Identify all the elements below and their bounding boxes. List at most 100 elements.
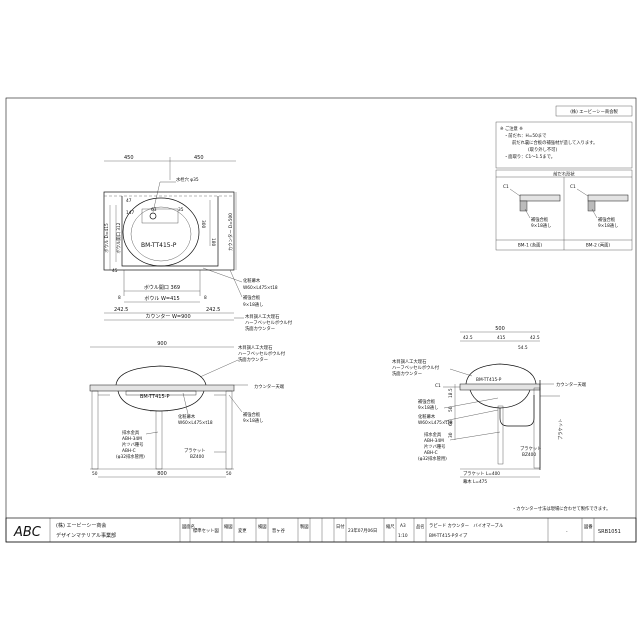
side-bracket-vertical: ブラケット: [557, 419, 564, 440]
front-dim-900: 900: [157, 341, 167, 347]
label-drawing-no: 図番: [584, 523, 593, 530]
sheet-border: [5, 97, 637, 543]
plan-callout-reinforce-1: 補強合板: [243, 294, 261, 301]
side-bracket-l: ブラケット L=400: [463, 470, 500, 477]
product-name-2: BM-TT415-Pタイプ: [429, 532, 468, 539]
plan-dim-8-right: 8: [204, 295, 207, 301]
plan-dim-35: 35: [178, 207, 184, 213]
front-material-3: 洗面カウンター: [238, 356, 268, 363]
company-stamp-text: (株) エービーシー商会製: [570, 108, 618, 115]
side-model: BM-TT415-P: [476, 377, 502, 383]
title-block: ABC (株) エービーシー商会 デザインマテリアル事業部 図面名 標準セット図…: [5, 517, 637, 543]
front-counter-slab: [89, 384, 235, 392]
front-reinforce-1: 補強合板: [243, 411, 261, 418]
plan-dim-47: 47: [126, 198, 132, 204]
front-bracket-1: ブラケット: [184, 447, 205, 454]
plan-counter-outline: [103, 191, 235, 271]
plan-dim-242-right: 242.5: [206, 307, 220, 313]
detail-reinforce-size-right: 9×18通し: [598, 222, 618, 229]
detail-reinforce-left: 補強合板: [531, 216, 549, 223]
side-bracket-2: BZ400: [522, 452, 536, 458]
front-model: BM-TT415-P: [140, 394, 169, 400]
front-drain-5: (φ32排水管用): [116, 453, 145, 460]
note-line-3: (取り外し不可): [528, 146, 557, 153]
side-drain-3: 片ツバ種号: [424, 443, 445, 450]
product-name-1: ラピード カウンター バイオマーブル: [429, 522, 504, 529]
company-name-1: (株) エービーシー商会: [56, 522, 106, 529]
detail-c1-left: C1: [503, 184, 509, 190]
front-material-2: ハーフベッセルボウル付: [238, 350, 286, 357]
detail-reinforce-size-left: 9×18通し: [531, 222, 551, 229]
front-dim-50-right: 50: [226, 471, 232, 477]
plan-callout-material-1: 木目調人工大理石: [245, 313, 280, 320]
note-line-4: ・面取り：C1〜1.5まで。: [504, 154, 555, 160]
side-counter-slab: [459, 383, 541, 391]
plan-dim-147: 147: [126, 210, 134, 216]
side-dim-500: 500: [495, 326, 505, 332]
front-drain-4: ABH-C: [122, 448, 136, 454]
plan-callout-makeup-2: W60×L475×t18: [243, 285, 278, 291]
front-drain-2: ABH-34M: [122, 436, 142, 442]
side-material-3: 洗面カウンター: [392, 370, 422, 377]
plan-dim-63: 63: [151, 207, 157, 213]
plan-faucet-hole: 水栓穴 φ35: [176, 176, 199, 183]
side-dim-42-left: 42.5: [463, 335, 473, 341]
plan-bowl-opening-w: ボウル開口 369: [144, 284, 180, 291]
size-value: A3: [400, 523, 406, 529]
abc-logo: ABC: [13, 525, 42, 540]
check-value: 晋ヶ谷: [272, 527, 286, 534]
label-size: 縮尺: [386, 523, 395, 530]
label-project: 図面名: [182, 523, 195, 530]
scale-cat-value: 変更: [238, 527, 247, 534]
side-drain-5: (φ32排水管用): [418, 455, 447, 462]
side-dim-54: 54.5: [518, 345, 528, 351]
side-dim-50: 50: [448, 406, 454, 412]
plan-bowl-d: ボウル D=415: [103, 223, 110, 253]
side-material-2: ハーフベッセルボウル付: [392, 364, 440, 371]
detail-c1-right: C1: [570, 184, 576, 190]
front-drain-3: 片ツバ種号: [122, 441, 143, 448]
plan-dim-45: 45: [112, 268, 118, 274]
plan-callout-reinforce-2: 9×18通し: [243, 301, 263, 308]
front-dim-800: 800: [157, 471, 167, 477]
plan-dim-180: 180: [210, 238, 216, 246]
front-drain-1: 排水金具: [122, 429, 140, 436]
label-name: 品名: [416, 523, 425, 530]
plan-dim-8-left: 8: [118, 295, 121, 301]
front-makeup-2: W60×L475×t18: [178, 420, 213, 426]
front-material-1: 木目調人工大理石: [238, 344, 273, 351]
label-date: 日付: [336, 523, 345, 530]
side-dim-18: 18.5: [448, 388, 454, 398]
footnote: ・カウンター寸法は現場に合わせて製作できます。: [512, 505, 610, 512]
plan-callout-makeup-1: 化粧幕木: [243, 277, 261, 284]
plan-dim-450-left: 450: [124, 155, 134, 161]
side-dim-60: 60: [448, 420, 454, 426]
detail-left-label: BM-1 (糸面): [518, 242, 543, 249]
side-drain-1: 排水金具: [424, 431, 442, 438]
detail-title: 前だれ形状: [553, 171, 575, 178]
plan-bowl-opening-d: ボウル開口 312: [115, 222, 122, 253]
apron-detail-box: 前だれ形状 C1 補強合板 9×18通し BM-1 (糸面) C1 補強合板 9…: [495, 169, 633, 251]
label-scale-cat: 縮図: [224, 523, 233, 530]
company-name-2: デザインマテリアル事業部: [56, 532, 116, 539]
side-c1: C1: [435, 383, 441, 389]
side-counter-top: カウンター天端: [556, 381, 587, 388]
side-drain-4: ABH-C: [424, 450, 438, 456]
side-view: 500 42.5 415 42.5 54.5 BM-TT415-P ブラケット …: [392, 326, 587, 485]
plan-bowl-outline: [122, 197, 200, 267]
note-line-1: ・前だれ：H=50まで: [504, 132, 546, 139]
front-makeup-1: 化粧幕木: [178, 413, 196, 420]
side-makeup-2: W60×L475×t18: [418, 420, 453, 426]
project-name: 標準セット図: [193, 527, 219, 534]
plan-callout-material-2: ハーフベッセルボウル付: [245, 319, 293, 326]
plan-counter-d: カウンター D=500: [227, 213, 234, 251]
plan-bowl-w: ボウル W=415: [144, 295, 179, 302]
company-stamp: (株) エービーシー商会製: [555, 105, 633, 117]
notes-box: ※ ご注意 ※ ・前だれ：H=50まで 前だれ裏に合板の補強材が造して入ります。…: [495, 121, 633, 169]
side-makeup-l: 幕木 L=475: [463, 478, 487, 485]
front-counter-top: カウンター天端: [254, 383, 285, 390]
front-dim-50-left: 50: [92, 471, 98, 477]
side-dim-30: 30: [448, 432, 454, 438]
drawing-number: SRB1051: [598, 529, 621, 535]
front-bracket-2: BZ400: [190, 454, 204, 460]
